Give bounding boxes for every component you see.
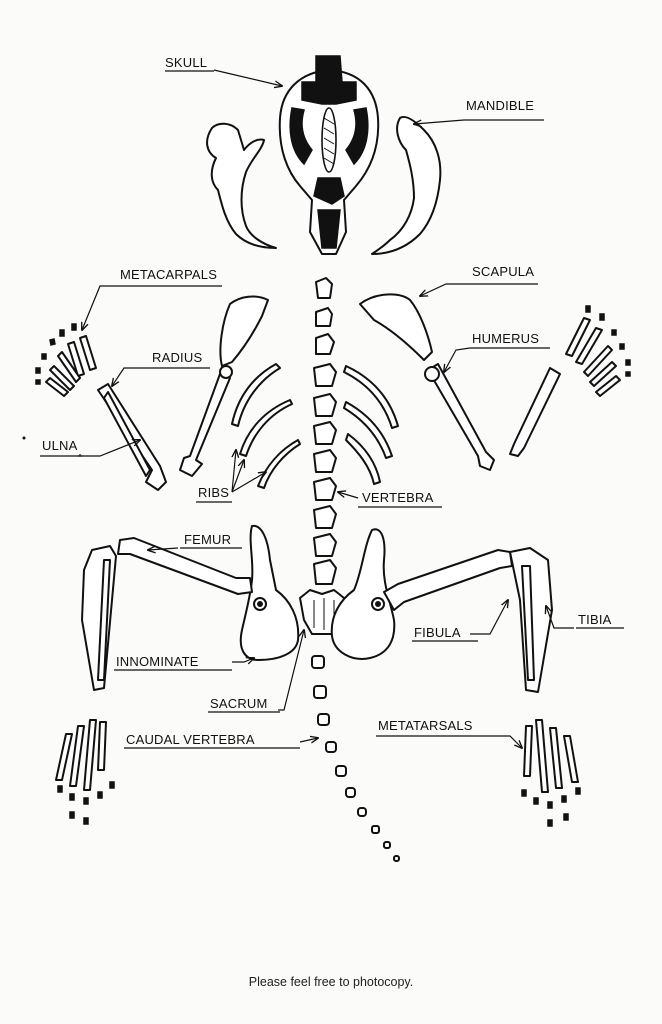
svg-text:METACARPALS: METACARPALS	[120, 267, 217, 282]
ribs-right	[343, 365, 399, 485]
metacarpals-left	[35, 323, 97, 397]
radius-ulna-right	[509, 367, 561, 457]
humerus-right	[424, 363, 495, 471]
radius-ulna-left	[97, 383, 167, 491]
svg-text:SKULL: SKULL	[165, 55, 207, 70]
tibia-fibula-right	[509, 547, 553, 693]
scapula-left	[219, 295, 269, 367]
label-ribs: RIBS	[196, 485, 232, 503]
label-skull: SKULL	[165, 55, 214, 72]
svg-text:VERTEBRA: VERTEBRA	[362, 490, 434, 505]
svg-text:MANDIBLE: MANDIBLE	[466, 98, 534, 113]
scapula-right	[359, 293, 433, 361]
svg-text:FIBULA: FIBULA	[414, 625, 461, 640]
vertebral-column	[313, 277, 337, 585]
metatarsals-left	[55, 719, 115, 825]
svg-text:INNOMINATE: INNOMINATE	[116, 654, 199, 669]
leader-lines	[78, 69, 574, 748]
innominate-right	[330, 528, 396, 660]
metatarsals-right	[521, 719, 581, 827]
svg-text:CAUDAL VERTEBRA: CAUDAL VERTEBRA	[126, 732, 255, 747]
humerus-left	[179, 365, 233, 477]
tibia-fibula-left	[81, 545, 117, 691]
mandible-right	[371, 116, 442, 255]
svg-text:TIBIA: TIBIA	[578, 612, 612, 627]
svg-text:SACRUM: SACRUM	[210, 696, 268, 711]
label-mandible: MANDIBLE	[464, 98, 544, 121]
label-tibia: TIBIA	[576, 612, 624, 629]
skull-bone	[278, 55, 380, 255]
label-metacarpals: METACARPALS	[118, 267, 222, 287]
metacarpals-right	[565, 305, 631, 397]
svg-text:SCAPULA: SCAPULA	[472, 264, 534, 279]
label-metatarsals: METATARSALS	[376, 718, 490, 737]
label-humerus: HUMERUS	[470, 331, 550, 349]
mandible-left	[206, 122, 277, 249]
label-fibula: FIBULA	[412, 625, 478, 642]
label-innominate: INNOMINATE	[114, 654, 232, 671]
label-sacrum: SACRUM	[208, 696, 280, 713]
svg-text:FEMUR: FEMUR	[184, 532, 231, 547]
ribs-left	[231, 363, 301, 489]
label-scapula: SCAPULA	[470, 264, 538, 285]
svg-text:RADIUS: RADIUS	[152, 350, 202, 365]
innominate-left	[239, 524, 300, 661]
label-vertebra: VERTEBRA	[358, 490, 442, 508]
label-femur: FEMUR	[180, 532, 242, 549]
label-radius: RADIUS	[150, 350, 210, 369]
svg-text:RIBS: RIBS	[198, 485, 229, 500]
svg-text:METATARSALS: METATARSALS	[378, 718, 473, 733]
speck	[22, 436, 26, 440]
caudal-vertebrae	[311, 655, 400, 862]
label-caudal-vertebra: CAUDAL VERTEBRA	[124, 732, 300, 749]
photocopy-note: Please feel free to photocopy.	[248, 975, 414, 989]
svg-text:ULNA: ULNA	[42, 438, 78, 453]
svg-text:HUMERUS: HUMERUS	[472, 331, 539, 346]
label-ulna: ULNA	[40, 438, 82, 457]
femur-right	[383, 549, 513, 611]
